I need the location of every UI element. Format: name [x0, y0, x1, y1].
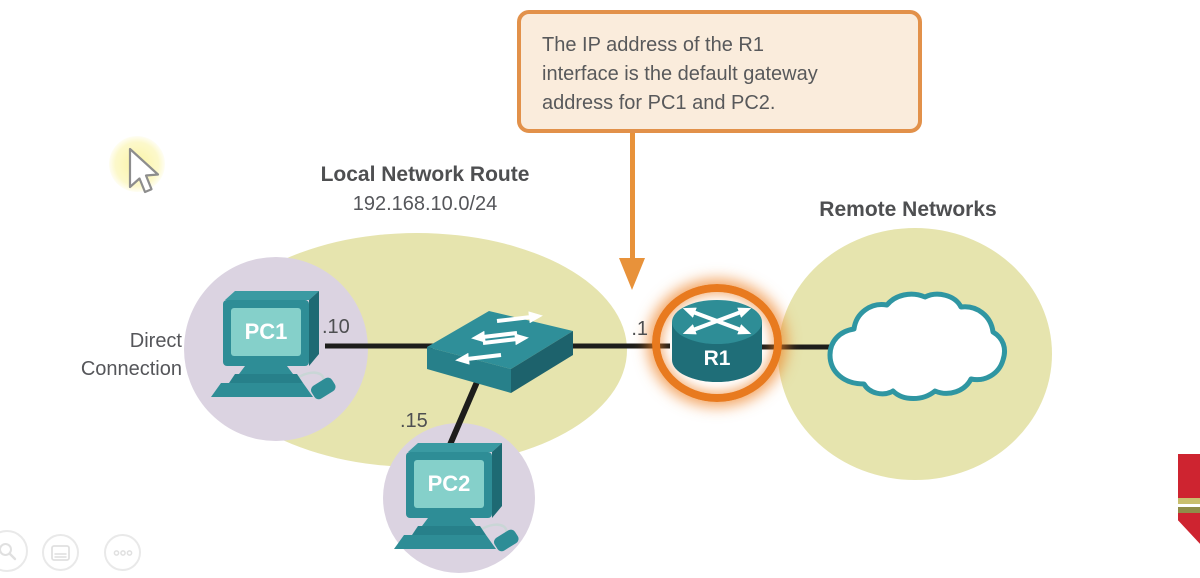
- callout-arrow-icon: [619, 258, 645, 290]
- local-network-title: Local Network Route: [320, 163, 530, 186]
- r1-interface-ip-label: .1: [631, 318, 648, 340]
- more-options-button[interactable]: [104, 534, 141, 571]
- more-options-icon: [113, 549, 132, 556]
- pc2-label: PC2: [427, 471, 471, 496]
- remote-networks-title: Remote Networks: [819, 198, 997, 221]
- router-icon: [672, 300, 762, 382]
- red-crest-partial-icon: [1178, 454, 1200, 546]
- workgroup-switch-icon: [427, 311, 573, 393]
- direct-connection-line1: Direct: [129, 330, 182, 352]
- callout-line-2: interface is the default gateway: [542, 63, 818, 85]
- router-highlight-ring: [652, 284, 782, 402]
- search-icon: [0, 543, 17, 561]
- pc1-label: PC1: [244, 319, 288, 344]
- direct-connection-label: Direct Connection: [28, 327, 182, 383]
- r1-label: R1: [703, 347, 731, 370]
- notes-button[interactable]: [42, 534, 79, 571]
- callout-arrow-stem: [630, 131, 635, 260]
- callout-line-3: address for PC1 and PC2.: [542, 92, 776, 114]
- callout-line-1: The IP address of the R1: [542, 34, 764, 56]
- callout-box: The IP address of the R1 interface is th…: [517, 10, 922, 133]
- notes-icon: [51, 544, 70, 561]
- pc2-computer-icon: [394, 443, 519, 552]
- pc2-ip-label: .15: [400, 410, 428, 432]
- router-r1: R1: [652, 284, 782, 402]
- pc1-computer-icon: [211, 291, 336, 400]
- local-network-subnet: 192.168.10.0/24: [352, 193, 498, 215]
- cloud-icon: [827, 291, 1008, 401]
- pc1-ip-label: .10: [322, 316, 350, 338]
- mouse-pointer-icon: [128, 147, 160, 194]
- direct-connection-line2: Connection: [80, 358, 182, 380]
